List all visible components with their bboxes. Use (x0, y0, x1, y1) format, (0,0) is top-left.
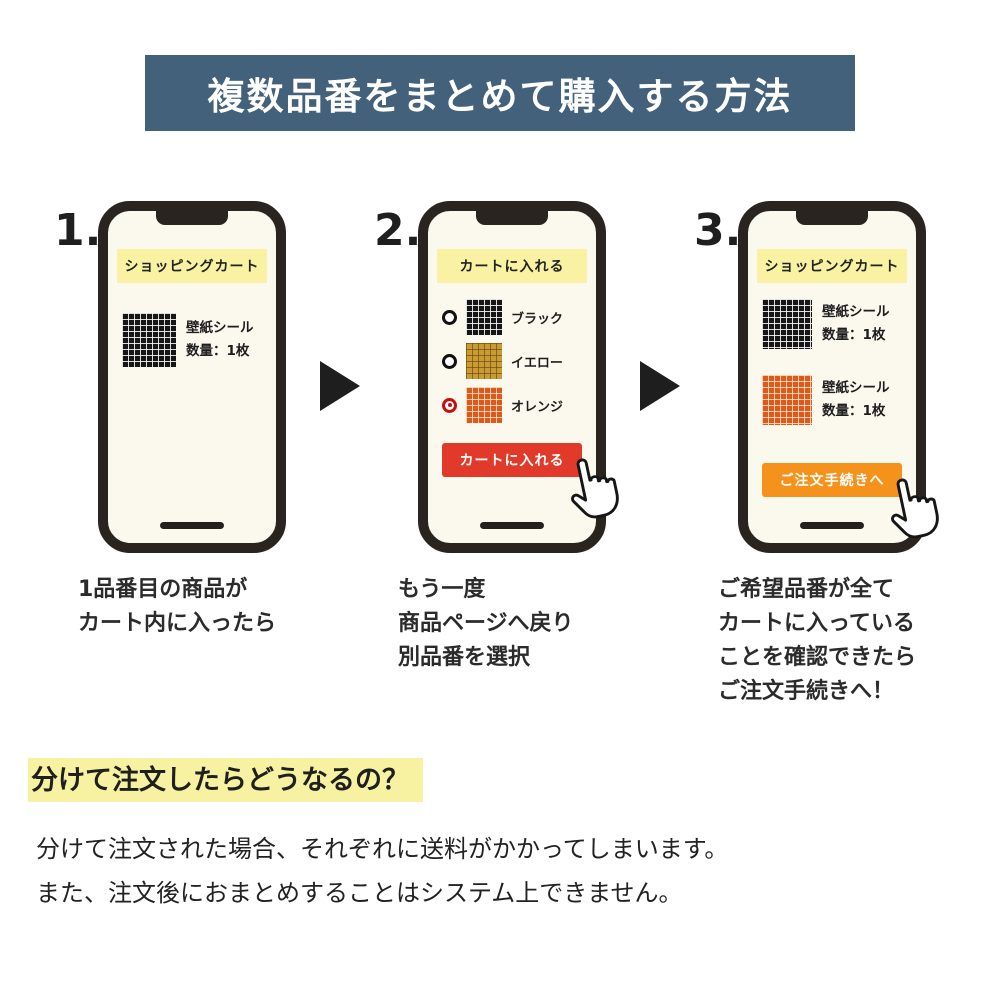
qa-body-line: また、注文後におまとめすることはシステム上できません。 (36, 878, 683, 907)
qa-body-line: 分けて注文された場合、それぞれに送料がかかってしまいます。 (36, 835, 729, 864)
step-3: 3. ショッピングカート 壁紙シール 数量：1枚 壁紙シール 数量：1枚 ご注文… (694, 201, 946, 709)
cart-item: 壁紙シール 数量：1枚 (762, 375, 910, 425)
step-1-number: 1. (54, 205, 102, 256)
product-quantity: 数量：1枚 (186, 343, 250, 359)
radio-selected-icon (442, 397, 457, 413)
phone-step-3: ショッピングカート 壁紙シール 数量：1枚 壁紙シール 数量：1枚 ご注文手続き… (738, 201, 939, 553)
radio-unselected-icon (442, 353, 457, 369)
qa-heading: 分けて注文したらどうなるの？ (28, 755, 423, 803)
hand-cursor-icon (571, 458, 619, 519)
shopping-cart-banner: ショッピングカート (117, 249, 267, 283)
phone-notch (476, 210, 548, 225)
step-1: 1. ショッピングカート 壁紙シール 数量：1枚 1品番目の商品が カート内に入… (54, 201, 306, 641)
step-1-caption: 1品番目の商品が カート内に入ったら (78, 577, 277, 637)
phone-notch (156, 210, 228, 225)
page-title-banner: 複数品番をまとめて購入する方法 (145, 55, 855, 131)
right-arrow-icon (640, 361, 680, 411)
qa-section: 分けて注文したらどうなるの？ 分けて注文された場合、それぞれに送料がかかってしま… (28, 755, 1000, 914)
step-3-caption: ご希望品番が全て カートに入っている ことを確認できたら ご注文手続きへ！ (718, 577, 917, 705)
black-tile-swatch (762, 299, 812, 349)
phone-step-2: カートに入れる ブラック イエロー オレンジ カートに入れる (418, 201, 619, 553)
checkout-button: ご注文手続きへ (762, 463, 902, 497)
add-to-cart-banner: カートに入れる (437, 249, 587, 283)
step-2-caption: もう一度 商品ページへ戻り 別品番を選択 (398, 577, 574, 671)
yellow-tile-swatch (466, 343, 502, 379)
phone-home-bar (160, 522, 224, 529)
product-name: 壁紙シール (822, 304, 890, 321)
black-tile-swatch (466, 299, 502, 335)
add-to-cart-button: カートに入れる (442, 443, 582, 477)
hand-cursor-icon (891, 478, 939, 539)
step-2-number: 2. (374, 205, 422, 256)
cart-item: 壁紙シール 数量：1枚 (762, 299, 910, 349)
product-name: 壁紙シール (186, 320, 254, 337)
page-title: 複数品番をまとめて購入する方法 (207, 75, 793, 118)
orange-tile-swatch (762, 375, 812, 425)
option-black: ブラック (442, 295, 590, 339)
option-orange: オレンジ (442, 383, 590, 427)
right-arrow-icon (320, 361, 360, 411)
step-2: 2. カートに入れる ブラック イエロー オレンジ (374, 201, 626, 675)
orange-tile-swatch (466, 387, 502, 423)
phone-step-1: ショッピングカート 壁紙シール 数量：1枚 (98, 201, 286, 553)
black-tile-swatch (122, 313, 176, 367)
step-3-number: 3. (694, 205, 742, 256)
product-name: 壁紙シール (822, 380, 890, 397)
product-quantity: 数量：1枚 (822, 403, 886, 419)
steps-row: 1. ショッピングカート 壁紙シール 数量：1枚 1品番目の商品が カート内に入… (0, 201, 1000, 709)
phone-notch (796, 210, 868, 225)
phone-home-bar (800, 522, 864, 529)
qa-body: 分けて注文された場合、それぞれに送料がかかってしまいます。 また、注文後におまと… (36, 828, 1000, 914)
shopping-cart-banner: ショッピングカート (757, 249, 907, 283)
radio-unselected-icon (442, 309, 457, 325)
cart-item: 壁紙シール 数量：1枚 (122, 313, 270, 367)
phone-home-bar (480, 522, 544, 529)
color-option-list: ブラック イエロー オレンジ (442, 295, 590, 427)
product-quantity: 数量：1枚 (822, 327, 886, 343)
option-yellow: イエロー (442, 339, 590, 383)
